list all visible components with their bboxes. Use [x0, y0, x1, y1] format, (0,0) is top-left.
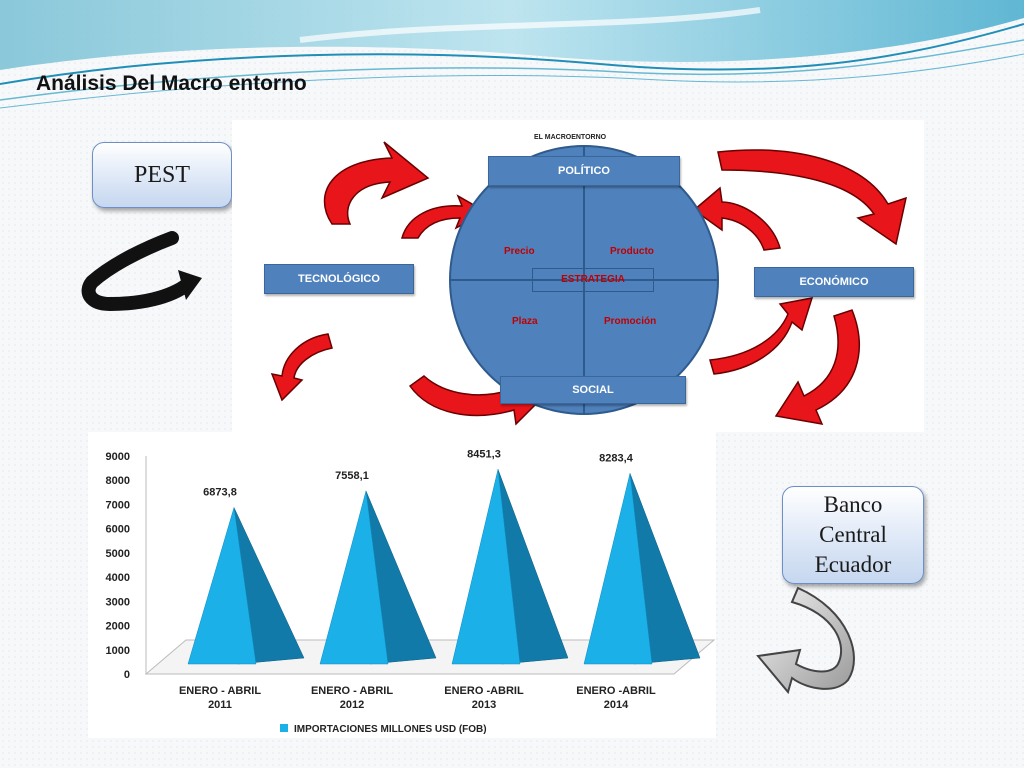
legend-swatch [280, 724, 288, 732]
bar [583, 473, 653, 665]
arrow-icon [717, 149, 908, 246]
x-tick-label: ENERO -ABRIL [444, 685, 524, 697]
y-tick-label: 6000 [106, 524, 130, 536]
center-estrategia: ESTRATEGIA [532, 268, 654, 292]
x-tick-label: 2011 [208, 699, 232, 711]
quadrant-precio: Precio [504, 246, 535, 257]
y-tick-label: 8000 [106, 475, 130, 487]
x-tick-label: ENERO - ABRIL [311, 685, 393, 697]
y-tick-label: 0 [124, 669, 130, 681]
x-tick-label: 2013 [472, 699, 496, 711]
quadrant-promocion: Promoción [604, 316, 657, 327]
banco-central-callout: Banco Central Ecuador [782, 486, 924, 584]
y-tick-label: 7000 [106, 499, 130, 511]
y-tick-label: 5000 [106, 548, 130, 560]
y-tick-label: 9000 [106, 451, 130, 463]
quadrant-producto: Producto [610, 246, 654, 257]
box-tecnologico: TECNOLÓGICO [264, 264, 414, 294]
bar [451, 469, 521, 665]
data-label: 8451,3 [467, 448, 501, 460]
data-label: 6873,8 [203, 487, 237, 499]
box-economico: ECONÓMICO [754, 267, 914, 297]
banco-line-1: Banco [823, 492, 883, 517]
y-tick-label: 3000 [106, 596, 130, 608]
data-label: 7558,1 [335, 470, 369, 482]
bar [187, 507, 257, 665]
imports-chart: 0 1000 2000 3000 4000 5000 6000 7000 8000 9000 687… [88, 432, 716, 738]
banco-line-3: Ecuador [814, 552, 892, 577]
legend-label: IMPORTACIONES MILLONES USD (FOB) [294, 724, 487, 735]
x-tick-label: 2014 [604, 699, 629, 711]
bar [319, 490, 389, 665]
pest-callout: PEST [92, 142, 232, 208]
return-arrow-icon [756, 586, 855, 695]
curved-arrow-icon [81, 231, 202, 312]
arrow-icon [270, 333, 333, 402]
data-label: 8283,4 [599, 452, 634, 464]
arrow-icon [323, 141, 430, 225]
box-politico: POLÍTICO [488, 156, 680, 186]
box-social: SOCIAL [500, 376, 686, 404]
arrow-icon [774, 309, 860, 425]
chart-svg: 0 1000 2000 3000 4000 5000 6000 7000 8000 9000 687… [106, 448, 716, 735]
banco-line-2: Central [819, 522, 887, 547]
arrow-icon [709, 297, 814, 375]
header-waves [0, 0, 1024, 109]
y-tick-label: 2000 [106, 621, 130, 633]
x-tick-label: 2012 [340, 699, 364, 711]
quadrant-plaza: Plaza [512, 316, 538, 327]
x-tick-label: ENERO - ABRIL [179, 685, 261, 697]
y-tick-label: 4000 [106, 572, 130, 584]
macroentorno-diagram: EL MACROENTORNO POLÍTICO ECONÓMICO SOCIA… [232, 120, 924, 432]
diagram-caption: EL MACROENTORNO [534, 134, 607, 141]
slide-title: Análisis Del Macro entorno [36, 72, 307, 95]
y-tick-label: 1000 [106, 645, 130, 657]
x-tick-label: ENERO -ABRIL [576, 685, 656, 697]
arrow-icon [692, 186, 781, 251]
